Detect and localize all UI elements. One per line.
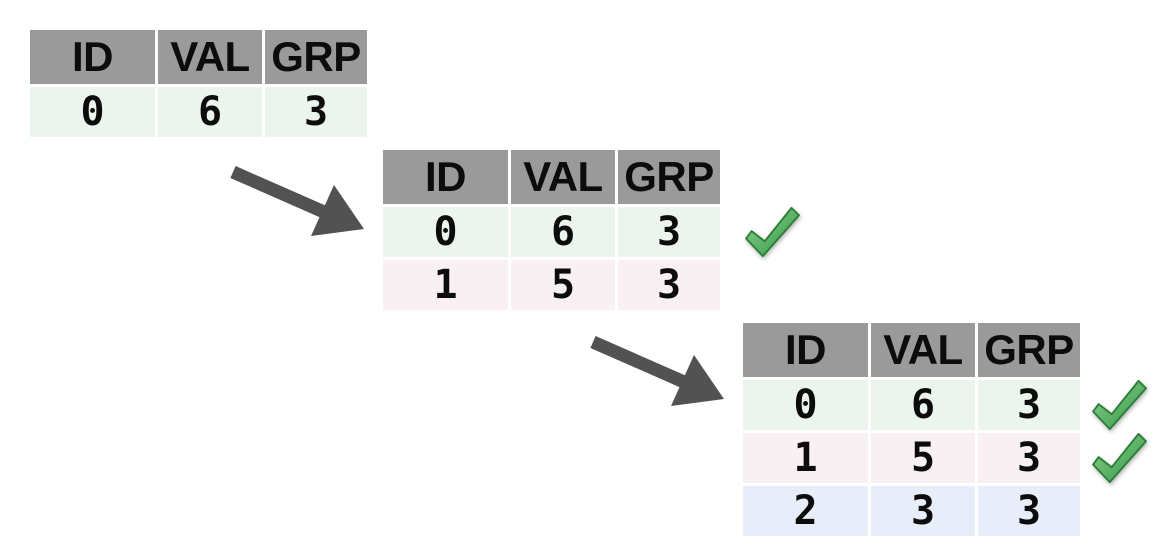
cell-grp-row0: 3: [265, 87, 367, 137]
column-header-val: VAL: [871, 323, 975, 377]
cell-id-row2: 2: [743, 486, 868, 536]
cell-grp-row1: 3: [978, 433, 1080, 483]
cell-id-row1: 1: [383, 260, 508, 310]
cell-val-row1: 5: [871, 433, 975, 483]
arrow-down-right-icon: [230, 166, 364, 236]
green-checkmark-icon: [745, 206, 800, 258]
cell-id-row0: 0: [383, 207, 508, 257]
cell-val-row1: 5: [511, 260, 615, 310]
cell-id-row0: 0: [30, 87, 155, 137]
column-header-grp: GRP: [978, 323, 1080, 377]
column-header-id: ID: [743, 323, 868, 377]
column-header-grp: GRP: [618, 150, 720, 204]
column-header-grp: GRP: [265, 30, 367, 84]
arrow-down-right-icon: [590, 336, 724, 406]
cell-val-row0: 6: [158, 87, 262, 137]
cell-val-row0: 6: [511, 207, 615, 257]
cell-id-row1: 1: [743, 433, 868, 483]
cell-val-row2: 3: [871, 486, 975, 536]
column-header-val: VAL: [511, 150, 615, 204]
green-checkmark-icon: [1092, 432, 1147, 484]
cell-id-row0: 0: [743, 380, 868, 430]
cell-val-row0: 6: [871, 380, 975, 430]
cell-grp-row0: 3: [978, 380, 1080, 430]
column-header-id: ID: [30, 30, 155, 84]
column-header-id: ID: [383, 150, 508, 204]
cell-grp-row2: 3: [978, 486, 1080, 536]
cell-grp-row1: 3: [618, 260, 720, 310]
column-header-val: VAL: [158, 30, 262, 84]
green-checkmark-icon: [1092, 379, 1147, 431]
cell-grp-row0: 3: [618, 207, 720, 257]
